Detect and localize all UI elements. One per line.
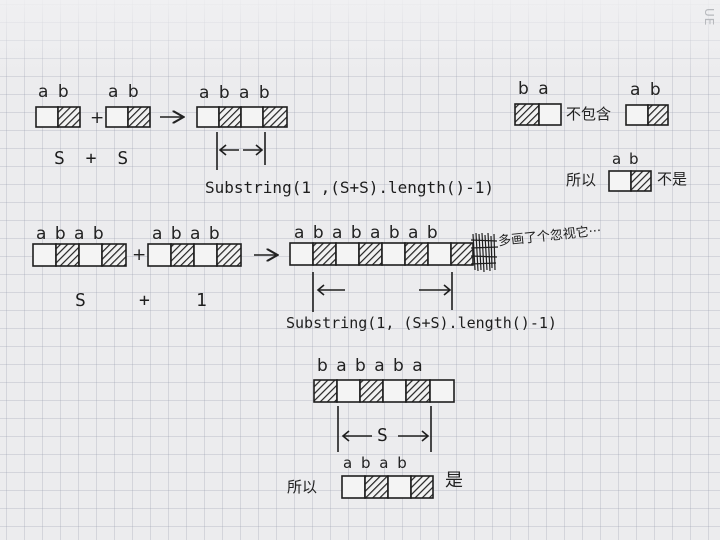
box-abababab-result xyxy=(289,242,474,266)
box-ab-side xyxy=(625,104,669,126)
box-abab-final xyxy=(341,475,434,499)
side-small-letters: a b xyxy=(612,150,639,168)
row2-right-letters: a b a b xyxy=(152,224,220,244)
row2-caption-s: S xyxy=(75,290,86,311)
row1-caption: S + S xyxy=(54,148,129,169)
row2-plus: + xyxy=(132,245,147,265)
side-ba-letters: b a xyxy=(518,79,549,99)
box-ab-left xyxy=(35,106,81,128)
row3-letters: b a b a b a xyxy=(317,356,423,376)
row2-caption-plus: + xyxy=(139,290,150,311)
side-so-label: 所以 xyxy=(566,171,597,189)
substring-range-row1 xyxy=(216,132,266,170)
row2-left-letters: a b a b xyxy=(36,224,104,244)
row2-caption-1: 1 xyxy=(196,290,207,311)
row1-plus: + xyxy=(90,108,105,128)
row2-substring-label: Substring(1, (S+S).length()-1) xyxy=(286,314,557,332)
row2-result-letters: a b a b a b a b xyxy=(294,223,438,243)
row4-so-label: 所以 xyxy=(287,478,318,496)
watermark: UE xyxy=(702,8,716,27)
side-ab-letters: a b xyxy=(630,80,661,100)
box-abab-right xyxy=(147,243,242,267)
row1-left-letters: a b xyxy=(38,82,69,102)
box-ab-right xyxy=(105,106,151,128)
box-bababa xyxy=(313,379,455,403)
box-ab-small xyxy=(608,170,652,192)
paper-shading xyxy=(0,0,720,80)
substring-range-row2 xyxy=(312,272,453,312)
s-range-row3 xyxy=(337,406,432,452)
side-not-label: 不是 xyxy=(657,170,688,188)
row4-is-label: 是 xyxy=(445,470,463,491)
row1-substring-label: Substring(1 ,(S+S).length()-1) xyxy=(205,178,494,197)
row1-right-letters: a b xyxy=(108,82,139,102)
box-ba xyxy=(514,103,562,126)
scribble-extra xyxy=(470,232,499,273)
box-abab-left xyxy=(32,243,127,267)
row1-result-letters: a b a b xyxy=(199,83,270,103)
box-abab-result xyxy=(196,106,288,128)
row4-letters: a b a b xyxy=(343,454,407,472)
row3-range-label: S xyxy=(377,425,388,446)
side-not-contain: 不包含 xyxy=(566,105,612,123)
